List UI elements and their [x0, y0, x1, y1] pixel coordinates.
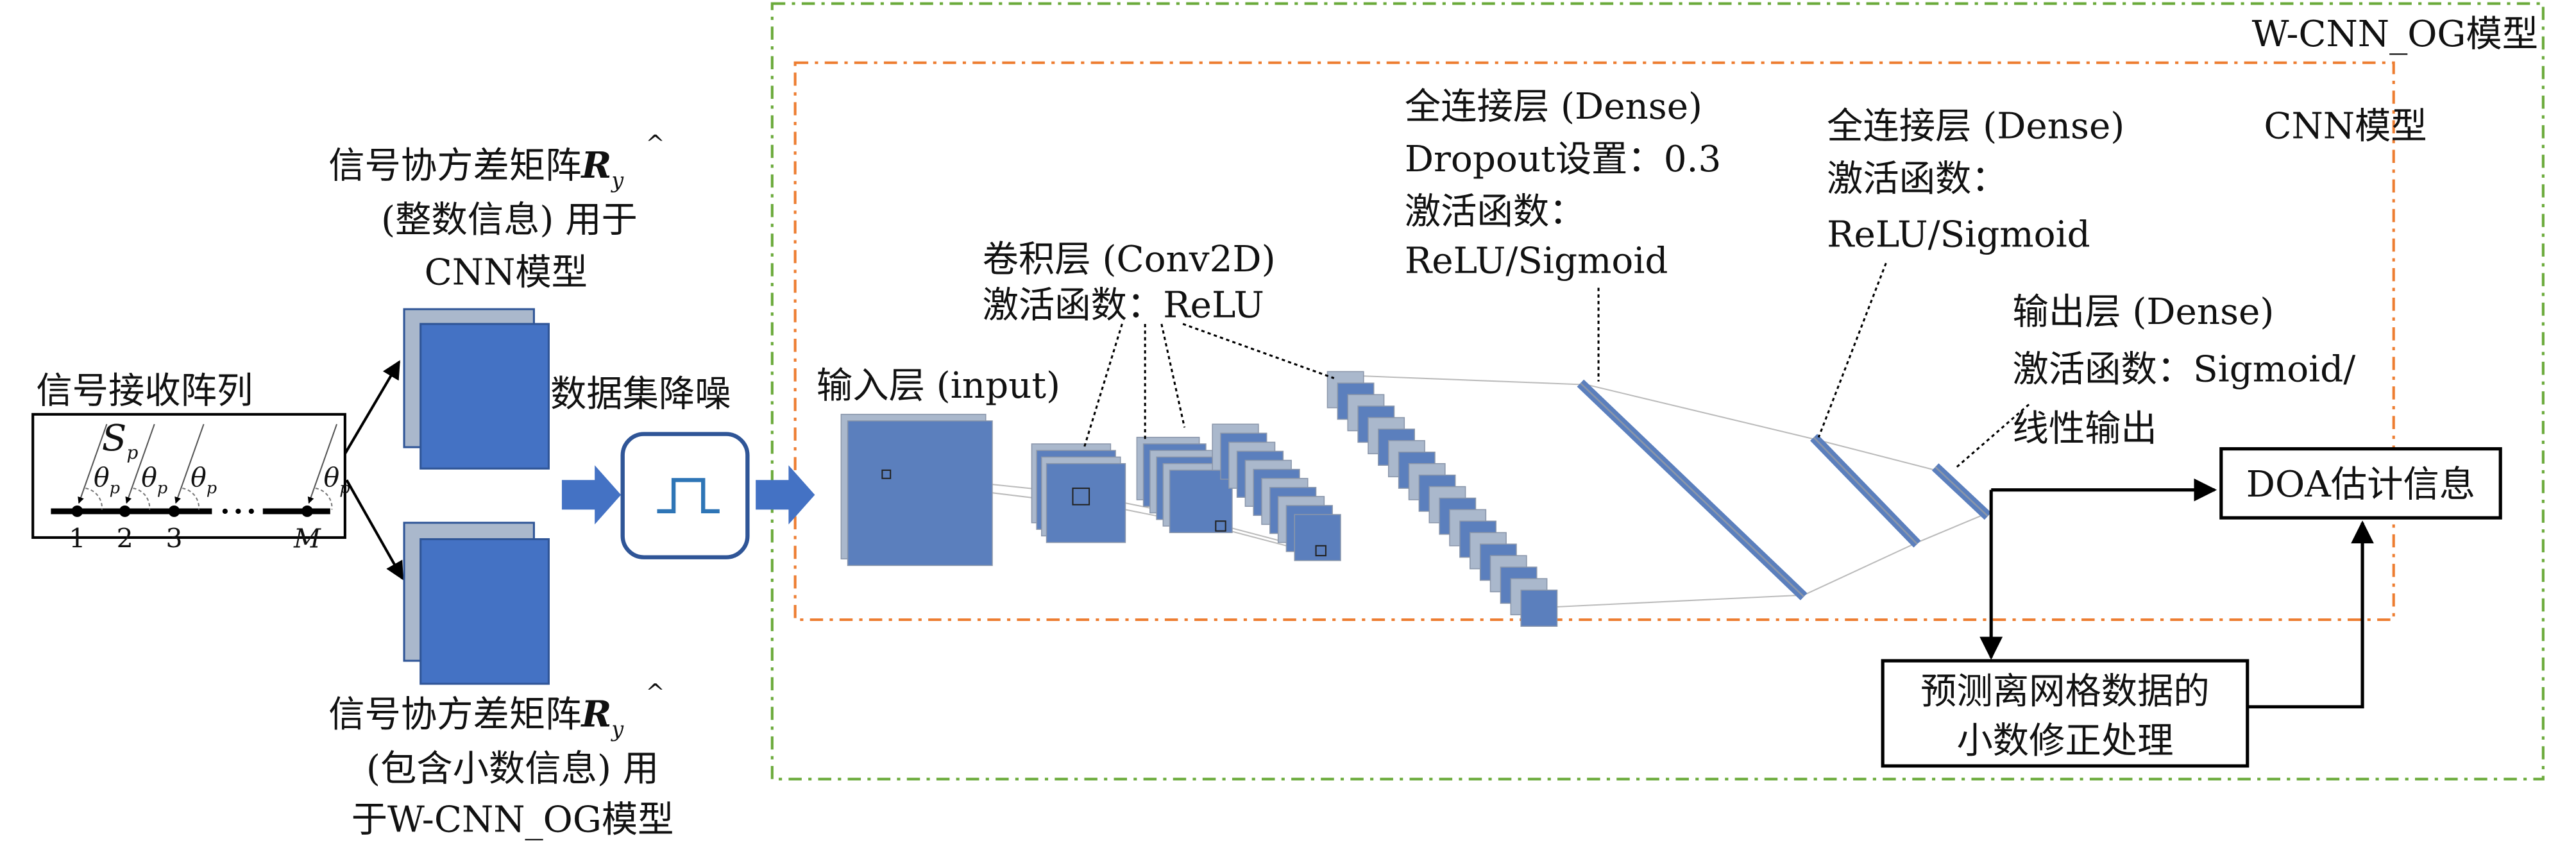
sensor-index: 1 — [69, 523, 85, 554]
svg-text:ReLU/Sigmoid: ReLU/Sigmoid — [1827, 214, 2090, 256]
svg-text:(整数信息) 用于: (整数信息) 用于 — [381, 200, 638, 241]
kernel-window — [1215, 520, 1226, 532]
denoise-label: 数据集降噪 — [550, 373, 731, 415]
feature-map — [1169, 470, 1233, 534]
correction-line1: 预测离网格数据的 — [1920, 671, 2210, 713]
svg-text:激活函数：ReLU: 激活函数：ReLU — [983, 285, 1264, 327]
arrow-to-top-matrix — [344, 360, 401, 455]
svg-text:线性输出: 线性输出 — [2013, 408, 2157, 450]
w-cnn-og-model-title: W-CNN_OG模型 — [2252, 13, 2539, 55]
sensor-index: 3 — [165, 523, 182, 554]
svg-text:信号协方差矩阵Ry: 信号协方差矩阵Ry — [328, 693, 624, 741]
svg-text:CNN模型: CNN模型 — [425, 252, 588, 294]
svg-text:(包含小数信息) 用: (包含小数信息) 用 — [366, 748, 659, 790]
pulse-icon — [657, 478, 720, 514]
top-matrix-label: 信号协方差矩阵Ry ^ (整数信息) 用于 CNN模型 — [328, 131, 665, 293]
svg-text:卷积层 (Conv2D): 卷积层 (Conv2D) — [983, 239, 1276, 280]
arrow-to-bottom-matrix — [345, 479, 404, 581]
sensor-index: M — [293, 523, 321, 554]
dense1-layer-label: 全连接层 (Dense) Dropout设置：0.3 激活函数： ReLU/Si… — [1405, 86, 1721, 282]
flatten-layer-maps — [1326, 371, 1558, 627]
output-layer-label: 输出层 (Dense) 激活函数：Sigmoid/ 线性输出 — [2013, 291, 2356, 450]
svg-text:^: ^ — [646, 680, 665, 706]
source-label: Sp — [102, 418, 139, 463]
sensor-index: 2 — [117, 523, 133, 554]
output-layer-bar-edge — [1935, 466, 1988, 517]
svg-text:Dropout设置：0.3: Dropout设置：0.3 — [1405, 139, 1721, 180]
svg-text:全连接层 (Dense): 全连接层 (Dense) — [1827, 106, 2124, 148]
cnn-architecture — [840, 371, 1992, 627]
doa-estimate-box — [2219, 447, 2502, 520]
flow-arrows — [1979, 478, 2374, 709]
conv-layer-3-maps — [1212, 423, 1341, 561]
sensor-element: θp3 — [165, 423, 217, 554]
dense-layer-2-bar-edge — [1813, 436, 1918, 545]
feature-map — [1294, 514, 1341, 561]
correction-line2: 小数修正处理 — [1956, 720, 2173, 761]
svg-text:^: ^ — [646, 131, 665, 157]
svg-text:信号协方差矩阵Ry: 信号协方差矩阵Ry — [328, 144, 624, 192]
sensor-element: θp2 — [117, 423, 167, 554]
kernel-window — [881, 469, 892, 479]
doa-estimate-label: DOA估计信息 — [2246, 464, 2475, 506]
svg-text:于W-CNN_OG模型: 于W-CNN_OG模型 — [352, 799, 674, 840]
conv-layer-1-maps — [1031, 443, 1126, 543]
bottom-covariance-matrix-icon — [403, 522, 550, 685]
kernel-window — [1072, 488, 1090, 506]
bottom-matrix-label: 信号协方差矩阵Ry ^ (包含小数信息) 用 于W-CNN_OG模型 — [328, 680, 674, 841]
angle-label: θp — [324, 463, 350, 498]
off-grid-correction-box — [1881, 659, 2250, 768]
feature-map — [1046, 463, 1126, 543]
svg-text:ReLU/Sigmoid: ReLU/Sigmoid — [1405, 241, 1668, 282]
receiver-array-box — [31, 412, 346, 539]
top-covariance-matrix-icon — [403, 308, 550, 470]
array-title: 信号接收阵列 — [36, 370, 253, 412]
sensor-element: θp 1 — [69, 423, 120, 554]
svg-text:激活函数：: 激活函数： — [1827, 158, 2008, 200]
sensor-element: θpM — [293, 423, 350, 554]
svg-text:激活函数：Sigmoid/: 激活函数：Sigmoid/ — [2013, 349, 2356, 391]
dense2-layer-label: 全连接层 (Dense) 激活函数： ReLU/Sigmoid — [1827, 106, 2124, 256]
angle-label: θp — [94, 463, 120, 498]
input-layer-maps — [840, 414, 993, 566]
feature-map — [847, 420, 993, 566]
svg-text:激活函数：: 激活函数： — [1405, 191, 1586, 233]
conv-layer-label: 卷积层 (Conv2D) 激活函数：ReLU — [983, 239, 1276, 327]
arrow-into-denoise — [561, 465, 622, 525]
arrow-out-of-denoise — [756, 465, 815, 525]
svg-text:全连接层 (Dense): 全连接层 (Dense) — [1405, 86, 1702, 128]
leader-lines — [1083, 262, 2030, 470]
conv-layer-2-maps — [1136, 436, 1233, 534]
cnn-model-title: CNN模型 — [2264, 106, 2427, 148]
dense-layer-1-bar-edge — [1580, 382, 1805, 598]
cnn-model-boundary — [793, 61, 2395, 622]
feature-map — [1520, 590, 1558, 627]
denoise-filter-box — [620, 432, 750, 559]
input-layer-label: 输入层 (input) — [817, 365, 1060, 407]
svg-text:输出层 (Dense): 输出层 (Dense) — [2013, 291, 2275, 333]
kernel-window — [1315, 545, 1326, 557]
